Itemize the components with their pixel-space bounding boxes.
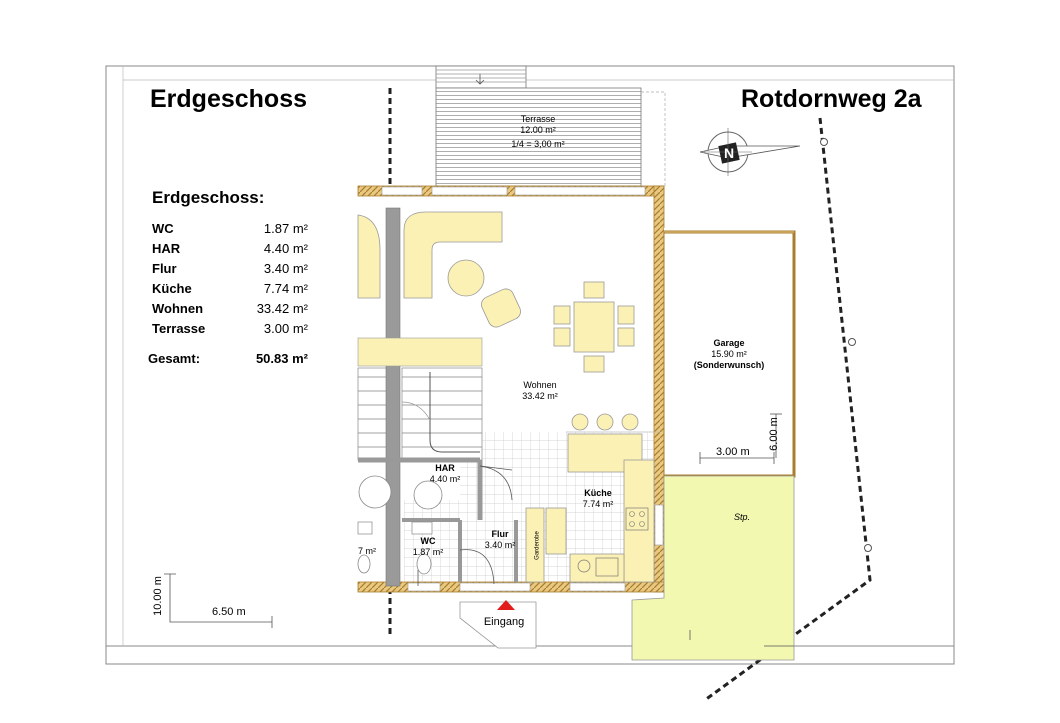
- floor-title: Erdgeschoss: [150, 85, 308, 113]
- parking-space: [631, 475, 795, 661]
- room-area: 12.00 m²: [520, 125, 556, 135]
- room-label-har: HAR 4.40 m²: [420, 463, 470, 485]
- room-area: 33.42 m²: [522, 391, 558, 401]
- room-name: Garage: [713, 338, 745, 348]
- room-label-flur: Flur 3.40 m²: [474, 529, 526, 551]
- dim-garage-width: 3.00 m: [716, 446, 750, 458]
- sideboard: [357, 337, 483, 367]
- compass-letter: N: [724, 145, 734, 161]
- area-row: Wohnen 33.42 m²: [152, 301, 312, 319]
- room-area: 4.40 m²: [429, 474, 461, 484]
- area-room: HAR: [152, 241, 181, 256]
- dining-table: [573, 301, 615, 353]
- area-total-label: Gesamt:: [148, 351, 201, 366]
- terrace-deck: [435, 87, 642, 187]
- area-row: Terrasse 3.00 m²: [152, 321, 312, 339]
- room-note: 1/4 = 3,00 m²: [511, 139, 565, 149]
- area-row: WC 1.87 m²: [152, 221, 312, 239]
- sofa: [403, 211, 503, 299]
- room-name: Küche: [584, 488, 612, 498]
- room-name: HAR: [435, 463, 455, 473]
- area-row: Flur 3.40 m²: [152, 261, 312, 279]
- room-label-wc: WC 1.87 m²: [404, 536, 452, 558]
- dim-house-width: 6.50 m: [212, 606, 246, 618]
- address-title: Rotdornweg 2a: [741, 85, 922, 113]
- room-area: 3.40 m²: [484, 540, 516, 550]
- room-label-garage: Garage 15.90 m² (Sonderwunsch): [684, 338, 774, 371]
- coffee-table: [447, 259, 485, 297]
- area-row: HAR 4.40 m²: [152, 241, 312, 259]
- entrance-area: [459, 601, 537, 649]
- area-value: 1.87 m²: [263, 221, 308, 236]
- garderobe-cabinet: [525, 507, 545, 583]
- dim-garage-depth: 6.00 m: [767, 417, 780, 451]
- area-table-title: Erdgeschoss:: [152, 188, 265, 207]
- area-value: 3.00 m²: [263, 321, 308, 336]
- label-eingang: Eingang: [483, 616, 525, 628]
- room-name: Wohnen: [523, 380, 557, 390]
- room-area: 7.74 m²: [582, 499, 614, 509]
- room-name: Terrasse: [520, 114, 556, 124]
- room-name: WC: [420, 536, 436, 546]
- compass-icon: N: [699, 128, 801, 176]
- staircase: [401, 367, 483, 461]
- party-wall: [385, 207, 401, 587]
- label-stellplatz: Stp.: [733, 512, 750, 522]
- area-row: Küche 7.74 m²: [152, 281, 312, 299]
- dim-house-depth: 10.00 m: [151, 576, 164, 616]
- area-value: 3.40 m²: [263, 261, 308, 276]
- label-garderobe: Garderobe: [534, 531, 541, 560]
- area-value: 4.40 m²: [263, 241, 308, 256]
- area-total-row: Gesamt: 50.83 m²: [148, 351, 312, 369]
- area-room: Flur: [152, 261, 177, 276]
- area-room: Wohnen: [152, 301, 204, 316]
- room-label-neighbor: 7 m²: [358, 546, 376, 556]
- area-value: 7.74 m²: [263, 281, 308, 296]
- room-area: 15.90 m²: [711, 349, 747, 359]
- area-room: Terrasse: [152, 321, 206, 336]
- area-room: WC: [152, 221, 174, 236]
- armchair: [481, 288, 521, 328]
- room-label-kueche: Küche 7.74 m²: [572, 488, 624, 510]
- room-label-terrasse: Terrasse 12.00 m² 1/4 = 3,00 m²: [506, 114, 570, 150]
- room-name: Flur: [491, 529, 509, 539]
- room-label-wohnen: Wohnen 33.42 m²: [510, 380, 570, 402]
- area-room: Küche: [152, 281, 192, 296]
- area-value: 33.42 m²: [256, 301, 308, 316]
- area-total-value: 50.83 m²: [255, 351, 308, 366]
- entrance-arrow-icon: [497, 600, 515, 610]
- room-note: (Sonderwunsch): [693, 360, 765, 370]
- room-area: 1.87 m²: [412, 547, 444, 557]
